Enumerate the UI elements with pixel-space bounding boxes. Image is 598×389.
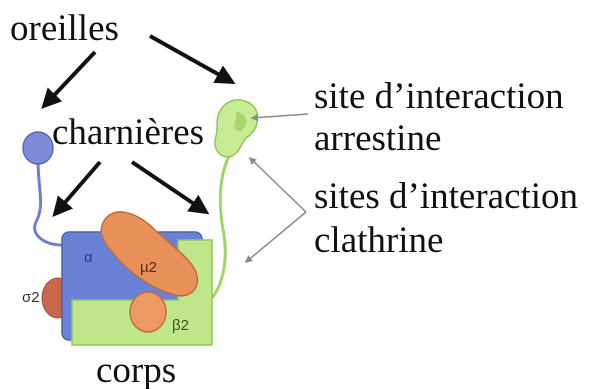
label-mu2: µ2 xyxy=(140,259,157,276)
label-sigma2: σ2 xyxy=(22,289,40,306)
label-arrestine-line1: site d’interaction xyxy=(314,76,564,117)
label-charnieres: charnières xyxy=(52,112,205,153)
arrow-charnieres-right xyxy=(130,160,210,215)
pointer-arrestine xyxy=(250,113,309,122)
arrow-oreilles-right xyxy=(149,34,236,84)
label-alpha: α xyxy=(84,249,93,266)
alpha-ear xyxy=(22,131,54,165)
arrow-oreilles-left xyxy=(41,50,97,109)
arrow-charnieres-left xyxy=(52,160,102,218)
label-arrestine-line2: arrestine xyxy=(314,118,442,159)
beta2-hinge xyxy=(208,149,234,302)
label-beta2: β2 xyxy=(172,317,189,334)
label-clathrine-line1: sites d’interaction xyxy=(314,176,579,217)
beta2-subunit xyxy=(71,239,213,346)
pointer-clathrine-bottom xyxy=(244,211,307,263)
mu2-subunit xyxy=(100,211,199,297)
alpha-hinge xyxy=(33,159,63,247)
label-corps: corps xyxy=(96,350,177,389)
label-clathrine-line2: clathrine xyxy=(314,220,444,261)
pointer-clathrine-top xyxy=(248,156,307,213)
arrestine-site xyxy=(234,112,247,132)
label-oreilles: oreilles xyxy=(10,8,119,49)
mu2-lobe xyxy=(129,291,167,333)
